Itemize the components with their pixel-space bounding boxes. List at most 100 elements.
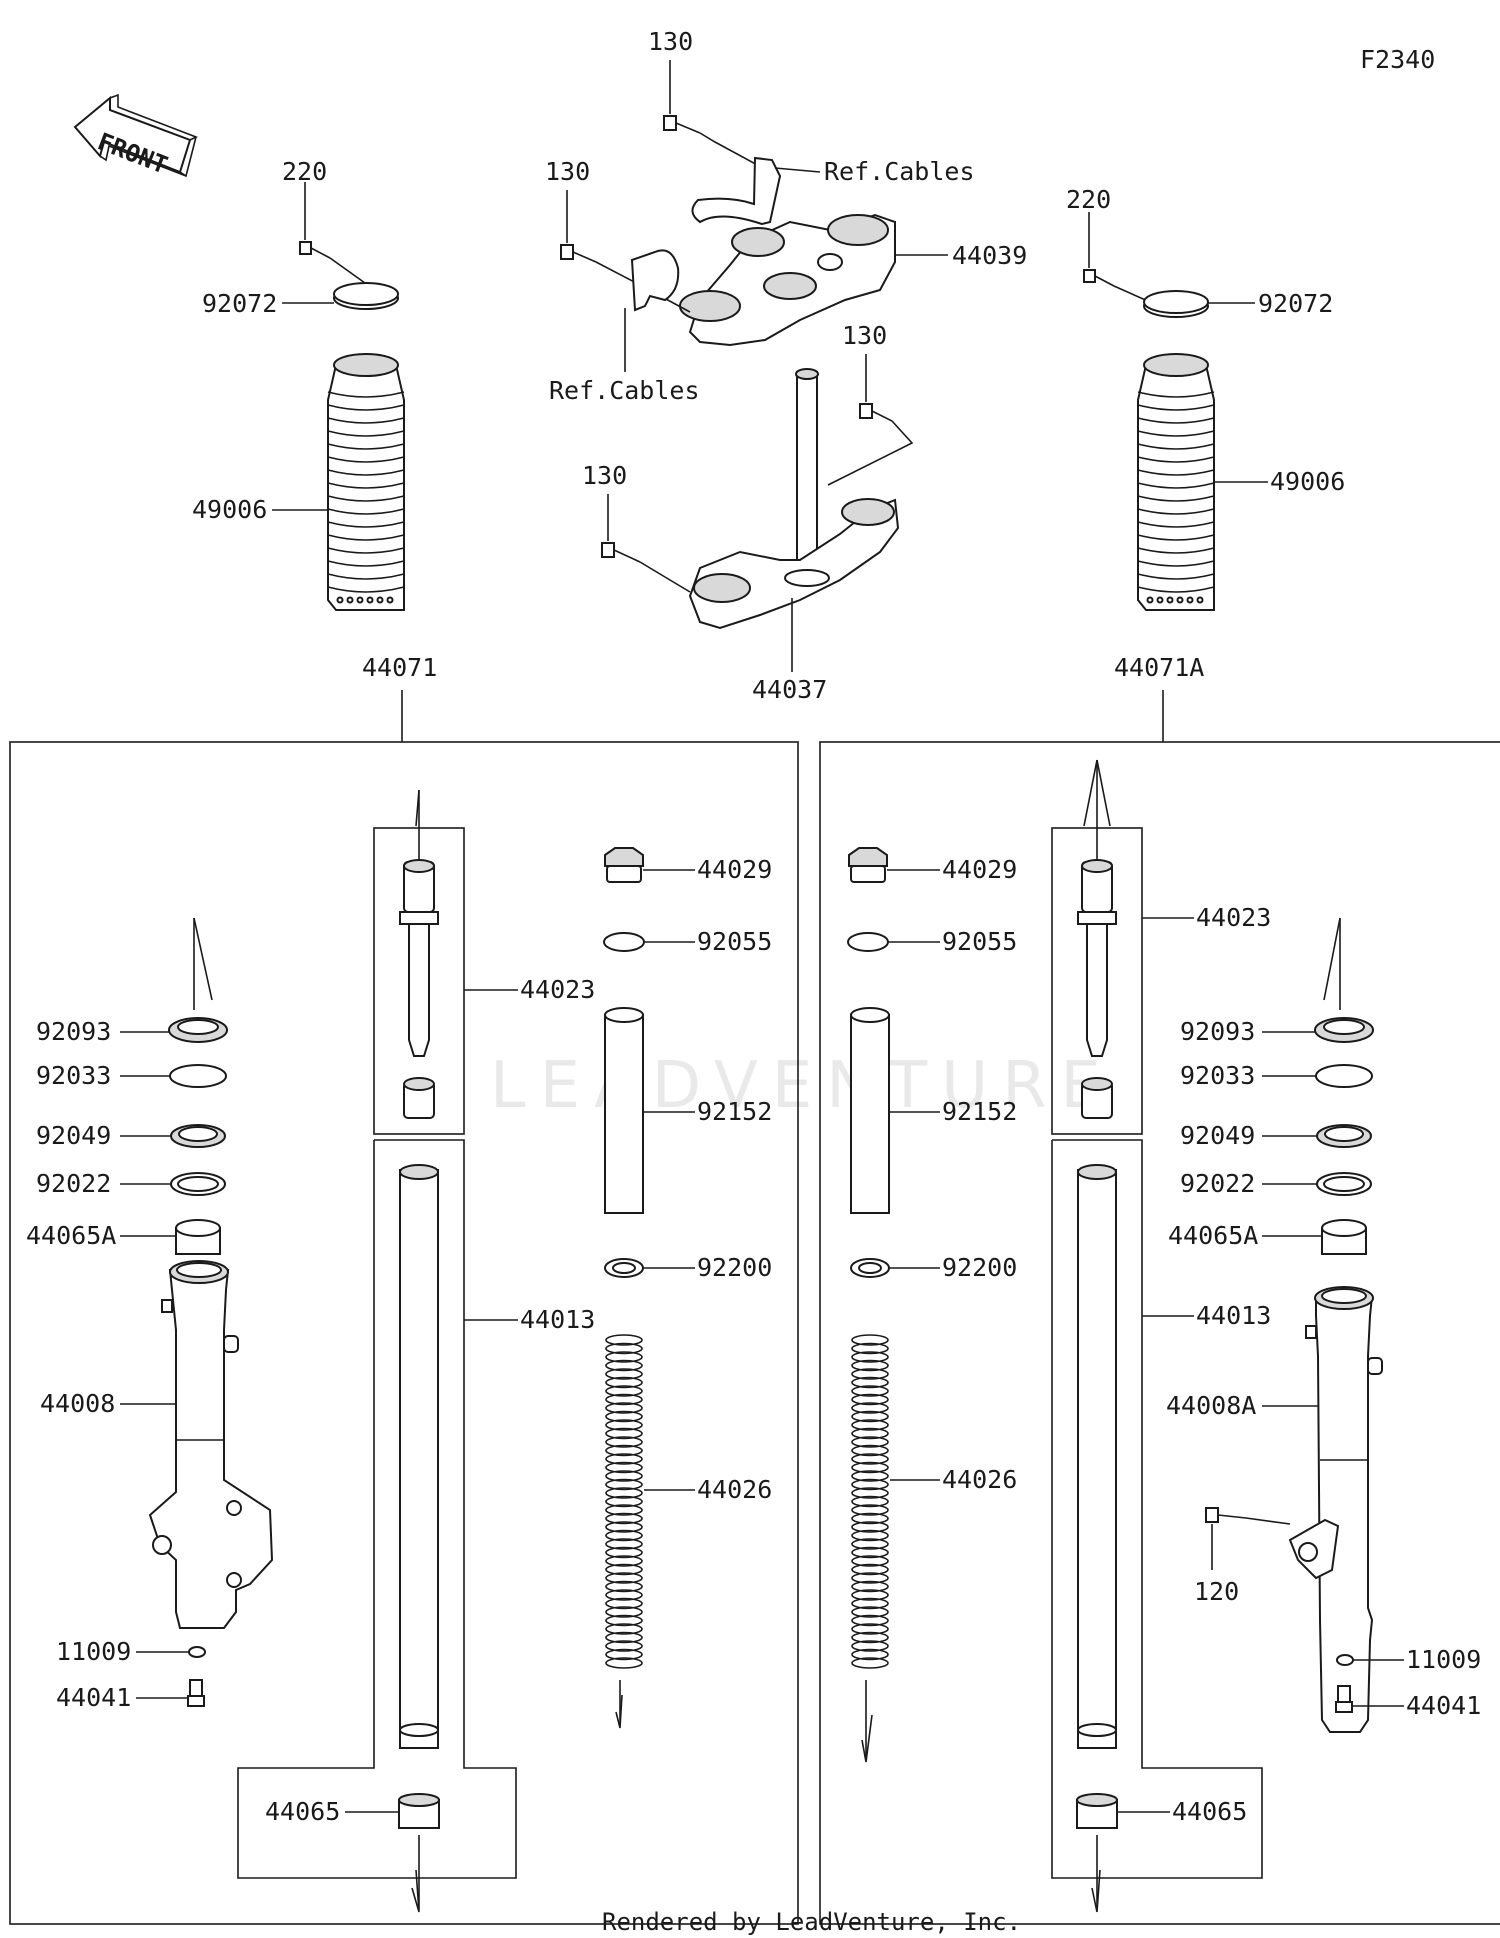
label-left-screw: 220 <box>282 157 327 186</box>
label-left-cap-bolt: 44029 <box>697 855 772 884</box>
left-washer <box>604 1258 695 1278</box>
left-spring <box>605 1334 695 1729</box>
left-inner-tube <box>399 1164 518 1749</box>
right-circlip <box>1262 1064 1373 1088</box>
label-bolt-130-b: 130 <box>545 157 590 186</box>
label-left-pipe-spacer: 92152 <box>697 1097 772 1126</box>
label-ref-cables-1: Ref.Cables <box>824 157 975 186</box>
label-right-drain-bolt: 44041 <box>1406 1691 1481 1720</box>
right-spring <box>851 1334 940 1763</box>
left-circlip <box>120 1064 227 1088</box>
label-right-screw: 220 <box>1066 185 1111 214</box>
label-left-o-ring: 92055 <box>697 927 772 956</box>
left-screw-220 <box>299 182 373 289</box>
label-left-spring: 44026 <box>697 1475 772 1504</box>
label-right-outer-tube: 44008A <box>1166 1391 1256 1420</box>
right-bushing-upper <box>1262 1219 1367 1255</box>
label-left-circlip: 92033 <box>36 1061 111 1090</box>
right-band-92072 <box>1143 290 1255 318</box>
right-bolt-120 <box>1205 1507 1291 1570</box>
front-arrow-icon <box>73 93 198 178</box>
label-right-fork-assy: 44071A <box>1114 653 1204 682</box>
label-right-pipe-spacer: 92152 <box>942 1097 1017 1126</box>
label-bolt-130-d: 130 <box>582 461 627 490</box>
footer-credit: Rendered by LeadVenture, Inc. <box>602 1908 1021 1936</box>
label-left-bushing-lower: 44065 <box>265 1797 340 1826</box>
label-left-washer: 92200 <box>697 1253 772 1282</box>
right-bushing-lower <box>1076 1793 1170 1913</box>
label-left-oil-seal: 92049 <box>36 1121 111 1150</box>
upper-bracket <box>679 213 948 347</box>
label-right-cap-bolt: 44029 <box>942 855 1017 884</box>
label-stem-head: 44037 <box>752 675 827 704</box>
left-washer-seal <box>120 1172 226 1196</box>
right-cylinder <box>1077 759 1194 1119</box>
left-dust-seal <box>120 917 228 1043</box>
left-oil-seal <box>120 1124 226 1148</box>
left-band-92072 <box>282 282 399 310</box>
label-right-circlip: 92033 <box>1180 1061 1255 1090</box>
label-right-gasket: 11009 <box>1406 1645 1481 1674</box>
label-left-fork-assy: 44071 <box>362 653 437 682</box>
right-boot-49006 <box>1137 353 1268 611</box>
label-ref-cables-2: Ref.Cables <box>549 376 700 405</box>
right-outer-tube <box>1262 1286 1383 1733</box>
label-left-gasket: 11009 <box>56 1637 131 1666</box>
label-right-bushing-upper: 44065A <box>1168 1221 1258 1250</box>
label-right-bushing-lower: 44065 <box>1172 1797 1247 1826</box>
label-left-cylinder: 44023 <box>520 975 595 1004</box>
label-left-outer-tube: 44008 <box>40 1389 115 1418</box>
left-gasket <box>136 1646 206 1658</box>
label-left-washer-seal: 92022 <box>36 1169 111 1198</box>
label-left-boot: 49006 <box>192 495 267 524</box>
label-right-washer: 92200 <box>942 1253 1017 1282</box>
label-right-spring: 44026 <box>942 1465 1017 1494</box>
label-right-o-ring: 92055 <box>942 927 1017 956</box>
left-pipe-spacer <box>604 1007 695 1214</box>
label-left-inner-tube: 44013 <box>520 1305 595 1334</box>
label-right-band: 92072 <box>1258 289 1333 318</box>
left-bushing-lower <box>345 1793 440 1913</box>
label-upper-bracket: 44039 <box>952 241 1027 270</box>
right-dust-seal <box>1262 917 1374 1043</box>
label-bolt-130-c: 130 <box>842 321 887 350</box>
label-right-oil-seal: 92049 <box>1180 1121 1255 1150</box>
left-outer-tube <box>120 1260 274 1629</box>
cable-clamp-2 <box>624 249 680 372</box>
watermark: LEADVENTURE <box>490 1049 1115 1123</box>
right-screw-220 <box>1083 212 1151 303</box>
right-inner-tube <box>1077 1164 1194 1749</box>
left-fork-panel <box>9 741 799 1925</box>
label-right-boot: 49006 <box>1270 467 1345 496</box>
label-right-washer-seal: 92022 <box>1180 1169 1255 1198</box>
left-bushing-upper <box>120 1219 221 1255</box>
label-bolt-130-a: 130 <box>648 27 693 56</box>
label-left-band: 92072 <box>202 289 277 318</box>
label-left-drain-bolt: 44041 <box>56 1683 131 1712</box>
figure-code: F2340 <box>1360 45 1435 74</box>
bolt-130-c <box>827 354 914 486</box>
left-boot-49006 <box>272 353 405 611</box>
right-gasket <box>1336 1654 1404 1666</box>
label-right-inner-tube: 44013 <box>1196 1301 1271 1330</box>
stem-head <box>688 368 900 672</box>
right-drain-bolt <box>1335 1685 1404 1713</box>
right-oil-seal <box>1262 1124 1372 1148</box>
label-right-bolt: 120 <box>1194 1577 1239 1606</box>
left-cap-bolt <box>604 847 695 883</box>
right-washer <box>850 1258 940 1278</box>
right-fork-panel <box>819 741 1500 1925</box>
bolt-130-d <box>601 494 691 593</box>
label-right-dust-seal: 92093 <box>1180 1017 1255 1046</box>
cable-clamp-1 <box>691 156 821 226</box>
label-left-dust-seal: 92093 <box>36 1017 111 1046</box>
right-pipe-spacer <box>850 1007 940 1214</box>
bolt-130-a <box>663 60 764 169</box>
right-washer-seal <box>1262 1172 1372 1196</box>
left-o-ring <box>603 932 695 952</box>
label-right-cylinder: 44023 <box>1196 903 1271 932</box>
label-left-bushing-upper: 44065A <box>26 1221 116 1250</box>
right-o-ring <box>847 932 940 952</box>
left-cylinder <box>399 789 518 1119</box>
